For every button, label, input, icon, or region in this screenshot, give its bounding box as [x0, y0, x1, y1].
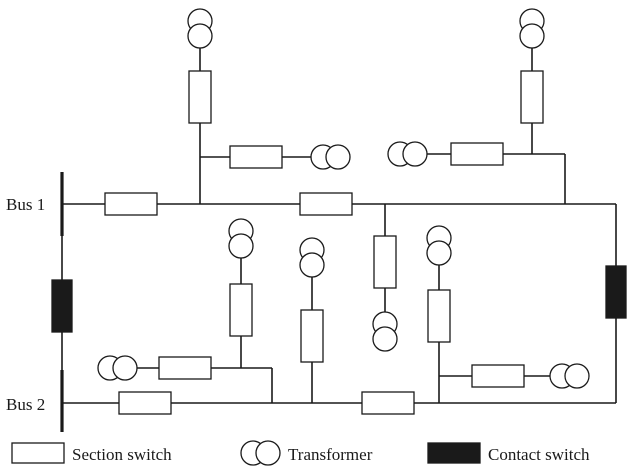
- legend-contact-switch-label: Contact switch: [488, 445, 590, 464]
- branch-c-side-section-switch: [450, 142, 504, 166]
- bus-tie-contact-switch: [51, 279, 73, 333]
- right-tie-contact-switch: [605, 265, 627, 319]
- branch-a-section-switch: [188, 70, 212, 124]
- branch-d-side-section-switch: [158, 356, 212, 380]
- branch-a-side-transformer-icon: [310, 144, 351, 170]
- bus-2-label: Bus 2: [6, 395, 45, 414]
- branch-c-side-transformer-icon: [387, 141, 428, 167]
- branch-f-side-transformer-icon: [549, 363, 590, 389]
- legend: Section switch Transformer Contact switc…: [11, 440, 590, 466]
- feeder-2-section-switch-b: [361, 391, 415, 415]
- legend-contact-switch-symbol: [427, 442, 481, 464]
- branch-b-section-switch: [373, 235, 397, 289]
- branch-d-top-transformer-icon: [228, 218, 254, 259]
- branch-b-transformer-icon: [372, 311, 398, 352]
- branch-a-top-transformer-icon: [187, 8, 213, 49]
- feeder-1-section-switch-b: [299, 192, 353, 216]
- feeder-1-section-switch-a: [104, 192, 158, 216]
- branch-c-top-transformer-icon: [519, 8, 545, 49]
- legend-section-switch-label: Section switch: [72, 445, 172, 464]
- branch-f-section-switch: [427, 289, 451, 343]
- branch-d-vertical-section-switch: [229, 283, 253, 337]
- branch-c-vertical-section-switch: [520, 70, 544, 124]
- legend-transformer-label: Transformer: [288, 445, 373, 464]
- branch-f-side-section-switch: [471, 364, 525, 388]
- legend-transformer-icon: [240, 440, 281, 466]
- branch-d-side-transformer-icon: [97, 355, 138, 381]
- feeder-2-section-switch-a: [118, 391, 172, 415]
- branch-a-side-section-switch: [229, 145, 283, 169]
- legend-section-switch-symbol: [11, 442, 65, 464]
- branch-e-transformer-icon: [299, 237, 325, 278]
- bus-1-label: Bus 1: [6, 195, 45, 214]
- branch-e-section-switch: [300, 309, 324, 363]
- branch-f-transformer-icon: [426, 225, 452, 266]
